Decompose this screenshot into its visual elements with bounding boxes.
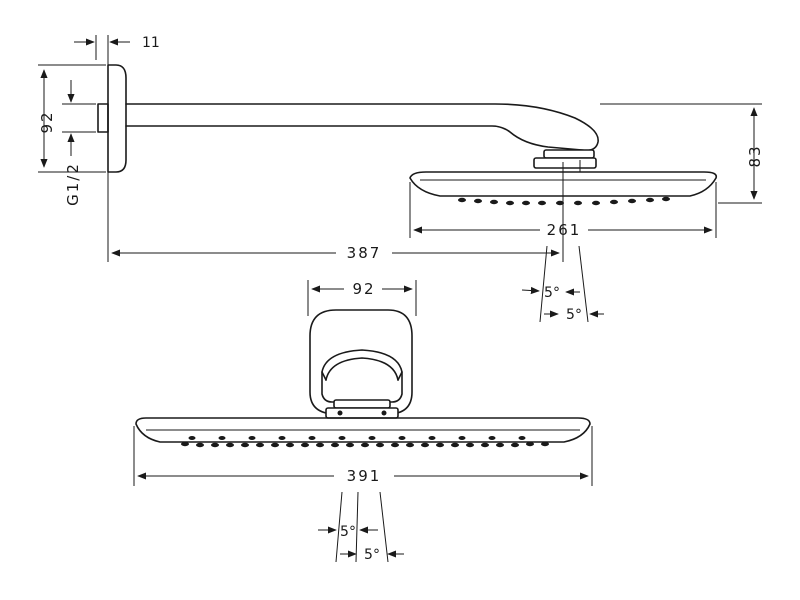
joint-front — [333, 399, 391, 409]
label-head-width-side: 261 — [547, 221, 582, 239]
label-tilt-angle-1: 5° — [544, 285, 560, 301]
label-base-width: 92 — [352, 280, 375, 298]
shower-head-side — [409, 171, 718, 197]
dim-base-width: 92 — [307, 280, 417, 316]
thread-stub — [97, 103, 109, 133]
screw-left — [337, 410, 343, 416]
shower-head-front — [135, 417, 591, 443]
label-wall-depth: 11 — [142, 35, 160, 51]
tilt-angles-side: 5° 5° — [521, 245, 604, 323]
label-thread: G1/2 — [64, 162, 82, 206]
label-tilt-angle-4: 5° — [364, 547, 380, 563]
dim-height: 83 — [600, 103, 764, 204]
mount-inner-curve — [325, 357, 399, 381]
front-view: 92 — [133, 280, 593, 563]
label-height: 83 — [746, 144, 764, 167]
tilt-angles-front: 5° 5° — [318, 491, 404, 563]
side-view: 11 92 G1/2 83 — [38, 35, 764, 323]
joint-housing-front — [325, 407, 399, 419]
wall-flange — [107, 64, 127, 173]
ball-joint — [543, 149, 595, 159]
label-tilt-angle-3: 5° — [340, 524, 356, 540]
dim-wall-depth: 11 — [74, 35, 160, 60]
dim-head-width-side: 261 — [409, 182, 717, 239]
mount-edge-left — [321, 371, 327, 381]
dim-arm-length: 387 — [111, 244, 560, 262]
dim-thread: G1/2 — [62, 80, 96, 206]
joint-housing — [533, 157, 597, 169]
dim-flange-height: 92 — [38, 64, 106, 173]
label-head-width-front: 391 — [347, 467, 382, 485]
mount-opening — [321, 349, 403, 403]
dim-head-width-front: 391 — [133, 426, 593, 486]
screw-right — [381, 410, 387, 416]
shower-arm — [125, 103, 599, 152]
label-arm-length: 387 — [347, 244, 382, 262]
nozzles-front — [181, 436, 549, 448]
label-tilt-angle-2: 5° — [566, 307, 582, 323]
label-flange-height: 92 — [38, 110, 56, 133]
nozzles-side — [458, 196, 670, 206]
mount-edge-right — [397, 371, 403, 381]
